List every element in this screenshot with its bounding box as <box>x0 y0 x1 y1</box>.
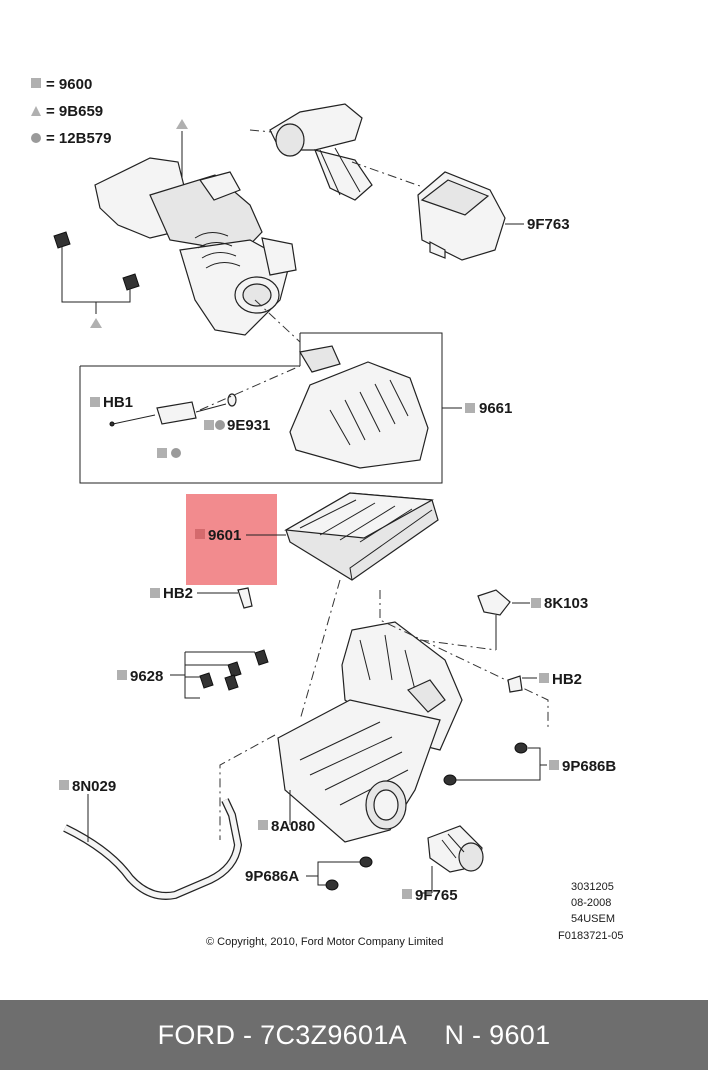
hose-8N029: 8N029 <box>59 778 243 900</box>
resonator-9F763: 9F763 <box>417 171 570 261</box>
sensor-8K103: 8K103 <box>477 589 588 650</box>
callout-8A080: 8A080 <box>271 818 315 835</box>
air-cleaner-lower <box>219 579 549 843</box>
adapter-9F765: 9F765 <box>402 825 484 904</box>
throttle-body-tube <box>269 103 373 201</box>
circle-icon <box>31 133 41 143</box>
legend-item-12B579: = 12B579 <box>46 130 111 147</box>
callout-9628: 9628 <box>130 668 163 685</box>
callout-HB2-right: HB2 <box>552 671 582 688</box>
callout-HB1: HB1 <box>103 394 133 411</box>
part-number-footer: FORD - 7C3Z9601A N - 9601 <box>0 1000 708 1070</box>
legend-item-9B659: = 9B659 <box>46 103 103 120</box>
bolt-HB2-right: HB2 <box>507 671 582 693</box>
clips-9628: 9628 <box>117 649 269 699</box>
callout-8K103: 8K103 <box>544 595 588 612</box>
intake-duct-assembly <box>94 157 297 336</box>
callout-9E931: 9E931 <box>227 417 270 434</box>
grommets-9P686A: 9P686A <box>245 856 373 891</box>
legend: = 9600 = 9B659 = 12B579 <box>31 76 111 147</box>
bolt-HB2: HB2 <box>150 585 253 609</box>
copyright-notice: © Copyright, 2010, Ford Motor Company Li… <box>206 936 443 948</box>
stamp-line-3: 54USEM <box>571 913 615 925</box>
legend-item-9600: = 9600 <box>46 76 92 93</box>
clip-group-left <box>53 119 188 328</box>
highlight-box <box>186 494 277 585</box>
callout-9P686B: 9P686B <box>562 758 616 775</box>
callout-8A080-group: 8A080 <box>258 790 315 835</box>
parts-diagram: = 9600 = 9B659 = 12B579 <box>31 76 623 948</box>
grommets-9P686B: 9P686B <box>443 742 616 786</box>
stamp-line-2: 08-2008 <box>571 897 611 909</box>
triangle-icon <box>31 106 41 116</box>
triangle-icon <box>90 318 102 328</box>
callout-9661: 9661 <box>479 400 512 417</box>
callout-9F765: 9F765 <box>415 887 458 904</box>
callout-9F763: 9F763 <box>527 216 570 233</box>
air-cleaner-cover-group: 9661 HB1 9E931 <box>79 332 512 484</box>
callout-HB2-left: HB2 <box>163 585 193 602</box>
air-filter-9601: 9601 <box>186 492 439 585</box>
drawing-stamp: 3031205 08-2008 54USEM F0183721-05 <box>558 881 623 942</box>
callout-9P686A: 9P686A <box>245 868 299 885</box>
callout-9601: 9601 <box>208 527 241 544</box>
triangle-icon <box>176 119 188 129</box>
stamp-line-1: 3031205 <box>571 881 614 893</box>
callout-8N029: 8N029 <box>72 778 116 795</box>
stamp-line-4: F0183721-05 <box>558 930 623 942</box>
square-icon <box>31 78 41 88</box>
